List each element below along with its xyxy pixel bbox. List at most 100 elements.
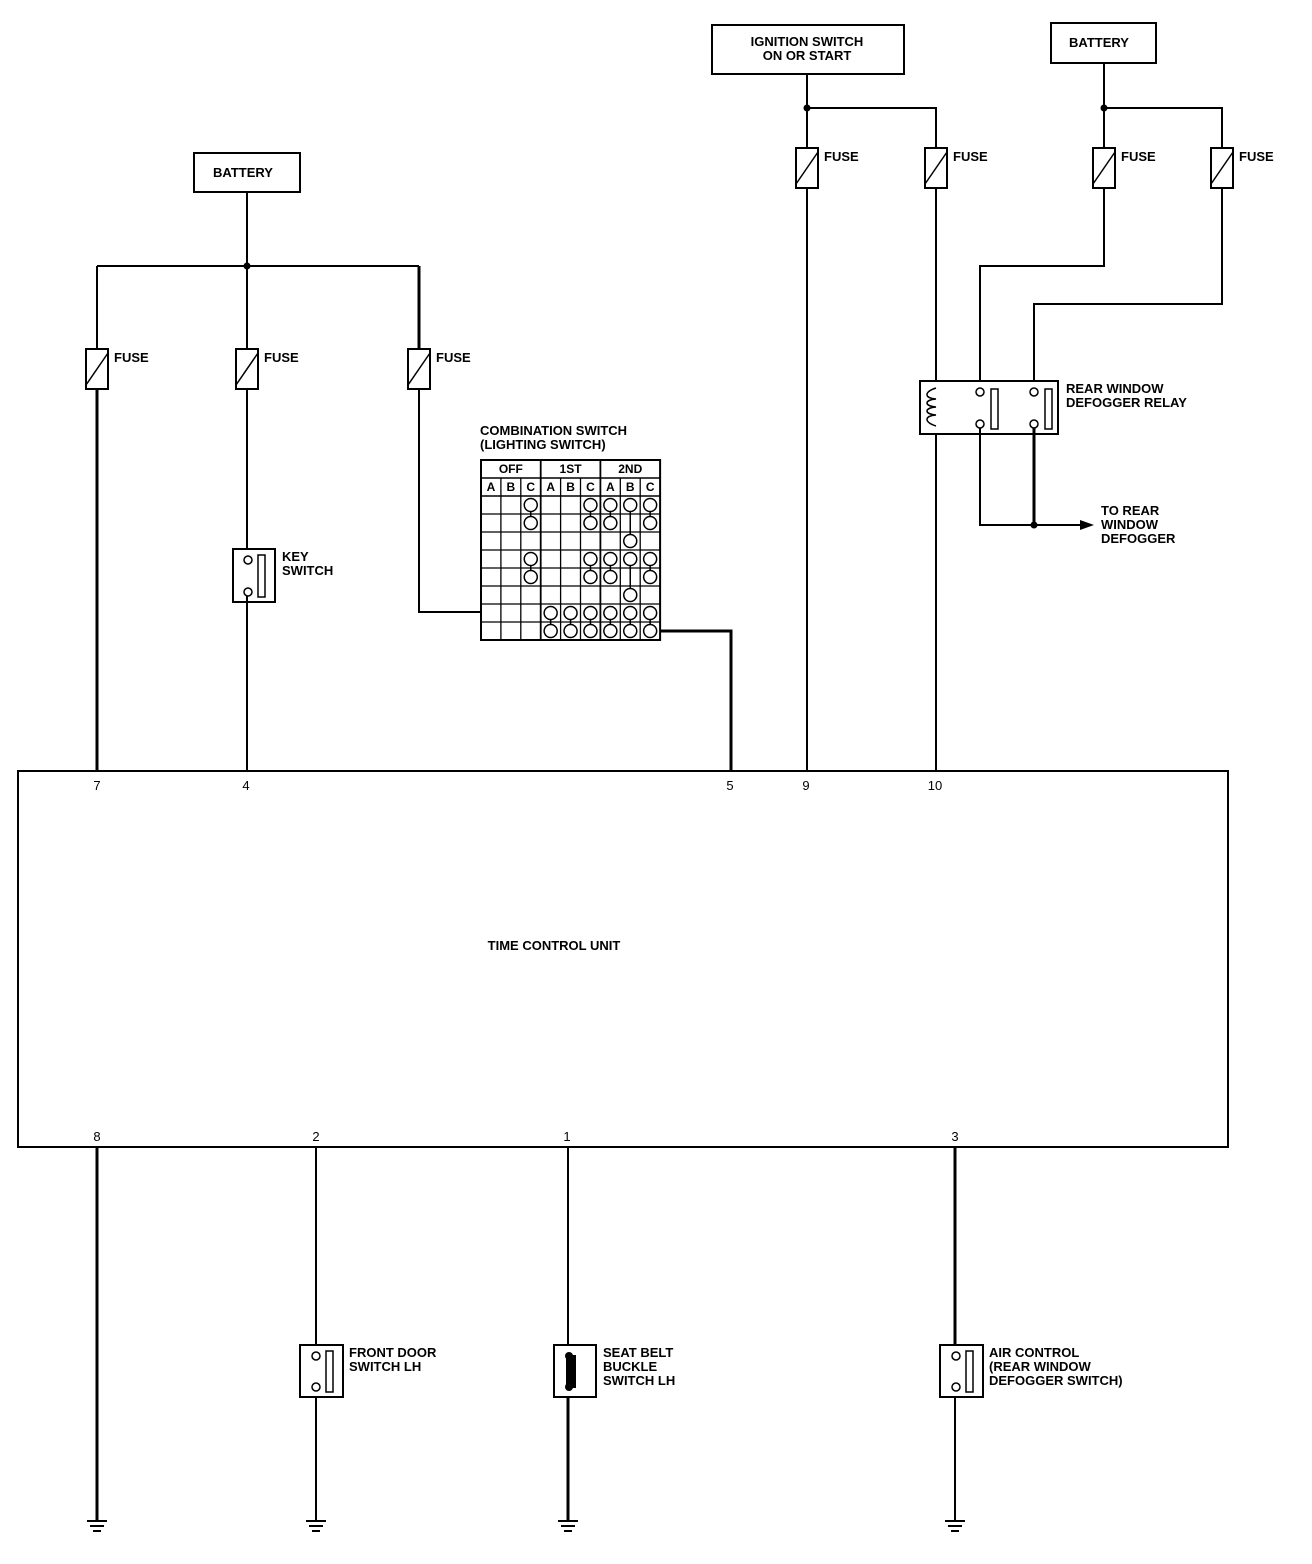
ignition-label-2: ON OR START xyxy=(763,48,852,63)
front-door-label-1: FRONT DOOR xyxy=(349,1345,437,1360)
switch-contact-icon xyxy=(523,497,538,513)
ground-icon xyxy=(87,1520,107,1532)
combination-switch-column-label: A xyxy=(487,480,496,494)
wire-to-combination-switch xyxy=(418,389,481,613)
wire-relay-contact-1 xyxy=(979,188,1105,381)
ignition-label-1: IGNITION SWITCH xyxy=(751,34,864,49)
to-defogger-label-3: DEFOGGER xyxy=(1101,531,1176,546)
seat-belt-label-2: BUCKLE xyxy=(603,1359,657,1374)
air-control-label-1: AIR CONTROL xyxy=(989,1345,1079,1360)
seat-belt-buckle-switch xyxy=(553,1344,597,1398)
fuse-label: FUSE xyxy=(1239,149,1274,164)
switch-contact-icon xyxy=(583,605,598,621)
key-switch xyxy=(232,548,276,603)
to-defogger-label-2: WINDOW xyxy=(1101,517,1159,532)
pin-label: 9 xyxy=(802,778,809,793)
ground-icon xyxy=(306,1520,326,1532)
fuse-ignition-1: FUSE xyxy=(795,147,859,189)
ground-icon xyxy=(945,1520,965,1532)
switch-contact-icon xyxy=(623,587,638,603)
pin-label: 1 xyxy=(563,1129,570,1144)
seat-belt-label-3: SWITCH LH xyxy=(603,1373,675,1388)
switch-contact-icon xyxy=(642,497,658,513)
pin-label: 8 xyxy=(93,1129,100,1144)
wire-pin5 xyxy=(660,629,733,771)
switch-contact-icon xyxy=(583,551,598,567)
air-control-label-2: (REAR WINDOW xyxy=(989,1359,1092,1374)
time-control-unit-label: TIME CONTROL UNIT xyxy=(488,938,621,953)
combination-switch-column-label: B xyxy=(626,480,635,494)
key-switch-label-2: SWITCH xyxy=(282,563,333,578)
time-control-unit xyxy=(17,770,1229,1148)
switch-contact-icon xyxy=(523,569,538,585)
switch-contact-icon xyxy=(642,551,658,567)
relay-label-2: DEFOGGER RELAY xyxy=(1066,395,1187,410)
seat-belt-label-1: SEAT BELT xyxy=(603,1345,673,1360)
fuse-right-1: FUSE xyxy=(1092,147,1156,189)
front-door-switch xyxy=(299,1344,344,1398)
pin-label: 7 xyxy=(93,778,100,793)
ignition-switch-box xyxy=(711,24,905,75)
switch-contact-icon xyxy=(623,551,638,567)
right-bus-wire xyxy=(1100,63,1223,148)
switch-contact-icon xyxy=(603,497,618,513)
switch-contact-icon xyxy=(642,515,658,531)
fuse-label: FUSE xyxy=(953,149,988,164)
switch-contact-icon xyxy=(583,515,598,531)
switch-contact-icon xyxy=(603,515,618,531)
combination-switch-column-label: B xyxy=(566,480,575,494)
switch-contact-icon xyxy=(543,623,558,639)
switch-contact-icon xyxy=(583,623,598,639)
combination-switch-position-label: OFF xyxy=(499,462,523,476)
to-defogger-label-1: TO REAR xyxy=(1101,503,1160,518)
fuse-right-2: FUSE xyxy=(1210,147,1274,189)
fuse-left-3: FUSE xyxy=(407,348,471,390)
pin-label: 10 xyxy=(928,778,942,793)
switch-contact-icon xyxy=(583,569,598,585)
fuse-left-2: FUSE xyxy=(235,348,299,390)
switch-contact-icon xyxy=(523,551,538,567)
ignition-bus-wire xyxy=(803,74,937,148)
fuse-label: FUSE xyxy=(1121,149,1156,164)
combination-switch-position-label: 2ND xyxy=(618,462,642,476)
fuse-label: FUSE xyxy=(436,350,471,365)
switch-contact-icon xyxy=(563,605,578,621)
ground-icon xyxy=(558,1520,578,1532)
pin-label: 5 xyxy=(726,778,733,793)
switch-contact-icon xyxy=(603,569,618,585)
front-door-label-2: SWITCH LH xyxy=(349,1359,421,1374)
key-switch-label-1: KEY xyxy=(282,549,309,564)
switch-contact-icon xyxy=(642,623,658,639)
arrow-right-icon xyxy=(1080,520,1094,530)
combination-switch-column-label: C xyxy=(526,480,535,494)
pin-label: 3 xyxy=(951,1129,958,1144)
switch-contact-icon xyxy=(603,605,618,621)
fuse-ignition-2: FUSE xyxy=(924,147,988,189)
switch-contact-icon xyxy=(623,533,638,549)
switch-contact-icon xyxy=(563,623,578,639)
switch-contact-icon xyxy=(623,497,638,513)
switch-contact-icon xyxy=(583,497,598,513)
switch-contact-icon xyxy=(623,623,638,639)
rear-window-defogger-relay xyxy=(919,380,1059,435)
switch-contact-icon xyxy=(603,551,618,567)
combination-switch-label-1: COMBINATION SWITCH xyxy=(480,423,627,438)
battery-left-box xyxy=(193,152,301,193)
switch-contact-icon xyxy=(642,569,658,585)
left-bus-wire xyxy=(96,192,421,349)
combination-switch-column-label: C xyxy=(646,480,655,494)
combination-switch-column-label: A xyxy=(546,480,555,494)
wire-relay-contact-2 xyxy=(1033,188,1223,381)
combination-switch-column-label: B xyxy=(507,480,516,494)
switch-contact-icon xyxy=(543,605,558,621)
fuse-label: FUSE xyxy=(114,350,149,365)
switch-contact-icon xyxy=(603,623,618,639)
air-control-label-3: DEFOGGER SWITCH) xyxy=(989,1373,1123,1388)
wire-to-defogger xyxy=(979,428,1094,530)
pin-label: 2 xyxy=(312,1129,319,1144)
switch-contact-icon xyxy=(623,605,638,621)
switch-contact-icon xyxy=(642,605,658,621)
combination-switch-column-label: C xyxy=(586,480,595,494)
